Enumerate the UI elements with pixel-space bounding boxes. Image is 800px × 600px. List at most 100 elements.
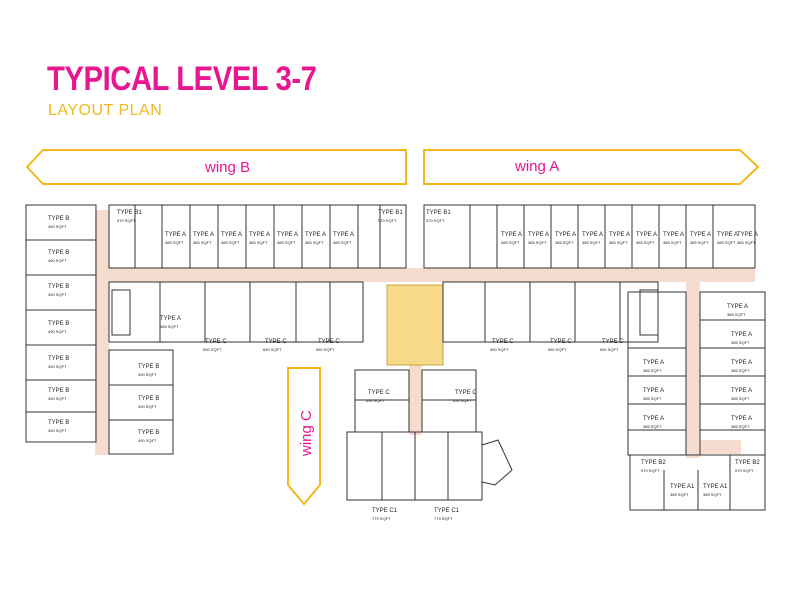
unit-area: 385 SQFT bbox=[663, 240, 682, 245]
unit-area: 385 SQFT bbox=[160, 324, 179, 329]
unit-label: TYPE B1 bbox=[378, 210, 403, 216]
unit-label: TYPE C bbox=[550, 339, 572, 345]
unit-label: TYPE A bbox=[663, 232, 684, 238]
unit-area: 650 SQFT bbox=[203, 347, 222, 352]
unit-label: TYPE C bbox=[492, 339, 514, 345]
unit-area: 650 SQFT bbox=[263, 347, 282, 352]
unit-area: 570 SQFT bbox=[378, 218, 397, 223]
unit-area: 490 SQFT bbox=[138, 438, 157, 443]
unit-area: 385 SQFT bbox=[528, 240, 547, 245]
unit-area: 490 SQFT bbox=[48, 224, 67, 229]
unit-area: 385 SQFT bbox=[690, 240, 709, 245]
unit-area: 385 SQFT bbox=[670, 492, 689, 497]
unit-label: TYPE B bbox=[48, 388, 69, 394]
unit-area: 385 SQFT bbox=[305, 240, 324, 245]
unit-label: TYPE B bbox=[48, 356, 69, 362]
unit-area: 385 SQFT bbox=[555, 240, 574, 245]
unit-label: TYPE A bbox=[727, 304, 748, 310]
wing-b-structure bbox=[25, 204, 407, 455]
unit-area: 490 SQFT bbox=[138, 372, 157, 377]
wing-a-unit-labels: TYPE B1 570 SQFT TYPE A 385 SQFT TYPE A … bbox=[426, 210, 760, 497]
unit-label: TYPE B bbox=[138, 396, 159, 402]
unit-label: TYPE B2 bbox=[735, 460, 760, 466]
unit-area: 570 SQFT bbox=[426, 218, 445, 223]
unit-label: TYPE C1 bbox=[372, 508, 398, 514]
unit-label: TYPE A bbox=[249, 232, 270, 238]
unit-area: 570 SQFT bbox=[641, 468, 660, 473]
unit-label: TYPE B bbox=[48, 420, 69, 426]
unit-area: 385 SQFT bbox=[193, 240, 212, 245]
unit-label: TYPE A bbox=[582, 232, 603, 238]
unit-label: TYPE A bbox=[501, 232, 522, 238]
unit-area: 385 SQFT bbox=[277, 240, 296, 245]
unit-area: 570 SQFT bbox=[735, 468, 754, 473]
unit-label: TYPE C1 bbox=[434, 508, 460, 514]
unit-label: TYPE B1 bbox=[426, 210, 451, 216]
unit-label: TYPE B1 bbox=[117, 210, 142, 216]
unit-area: 385 SQFT bbox=[703, 492, 722, 497]
unit-area: 385 SQFT bbox=[636, 240, 655, 245]
unit-label: TYPE C bbox=[318, 339, 340, 345]
unit-area: 650 SQFT bbox=[366, 398, 385, 403]
unit-area: 490 SQFT bbox=[48, 258, 67, 263]
unit-label: TYPE A bbox=[165, 232, 186, 238]
unit-area: 385 SQFT bbox=[731, 424, 750, 429]
page-subtitle: LAYOUT PLAN bbox=[48, 102, 163, 119]
unit-area: 385 SQFT bbox=[501, 240, 520, 245]
unit-area: 385 SQFT bbox=[249, 240, 268, 245]
unit-area: 385 SQFT bbox=[731, 340, 750, 345]
wing-b-unit-labels: TYPE B 490 SQFT TYPE B 490 SQFT TYPE B 4… bbox=[48, 210, 403, 443]
unit-label: TYPE A bbox=[305, 232, 326, 238]
unit-label: TYPE B bbox=[48, 250, 69, 256]
unit-label: TYPE B2 bbox=[641, 460, 666, 466]
wing-c-structure bbox=[346, 369, 513, 501]
unit-area: 779 SQFT bbox=[434, 516, 453, 521]
unit-area: 385 SQFT bbox=[643, 368, 662, 373]
unit-area: 385 SQFT bbox=[221, 240, 240, 245]
wing-c-label: wing C bbox=[298, 410, 315, 457]
unit-label: TYPE A bbox=[193, 232, 214, 238]
unit-area: 490 SQFT bbox=[48, 329, 67, 334]
unit-label: TYPE B bbox=[138, 364, 159, 370]
unit-label: TYPE A bbox=[690, 232, 711, 238]
wing-a-label: wing A bbox=[514, 158, 559, 175]
unit-area: 385 SQFT bbox=[737, 240, 756, 245]
unit-label: TYPE A bbox=[221, 232, 242, 238]
unit-label: TYPE A bbox=[528, 232, 549, 238]
unit-label: TYPE B bbox=[138, 430, 159, 436]
unit-area: 385 SQFT bbox=[643, 424, 662, 429]
unit-label: TYPE A bbox=[643, 416, 664, 422]
central-core bbox=[386, 284, 444, 366]
unit-area: 490 SQFT bbox=[48, 428, 67, 433]
unit-label: TYPE A bbox=[555, 232, 576, 238]
unit-label: TYPE C bbox=[602, 339, 624, 345]
unit-label: TYPE C bbox=[265, 339, 287, 345]
unit-label: TYPE A1 bbox=[703, 484, 728, 490]
unit-label: TYPE B bbox=[48, 284, 69, 290]
unit-label: TYPE A bbox=[277, 232, 298, 238]
unit-area: 490 SQFT bbox=[48, 292, 67, 297]
unit-label: TYPE A bbox=[717, 232, 738, 238]
unit-area: 779 SQFT bbox=[372, 516, 391, 521]
unit-area: 385 SQFT bbox=[643, 396, 662, 401]
unit-area: 650 SQFT bbox=[453, 398, 472, 403]
unit-label: TYPE B bbox=[48, 321, 69, 327]
unit-label: TYPE A bbox=[737, 232, 758, 238]
unit-area: 650 SQFT bbox=[490, 347, 509, 352]
unit-label: TYPE A bbox=[643, 388, 664, 394]
unit-area: 385 SQFT bbox=[333, 240, 352, 245]
unit-area: 650 SQFT bbox=[316, 347, 335, 352]
wing-b-arrow: wing B bbox=[25, 149, 407, 185]
unit-label: TYPE A bbox=[160, 316, 181, 322]
unit-area: 650 SQFT bbox=[600, 347, 619, 352]
wing-a-arrow: wing A bbox=[423, 149, 760, 185]
unit-area: 570 SQFT bbox=[117, 218, 136, 223]
unit-area: 385 SQFT bbox=[731, 396, 750, 401]
unit-area: 385 SQFT bbox=[582, 240, 601, 245]
wing-a-structure bbox=[423, 204, 766, 511]
unit-label: TYPE C bbox=[368, 390, 390, 396]
wing-c-arrow: wing C bbox=[287, 367, 321, 506]
unit-area: 490 SQFT bbox=[48, 396, 67, 401]
unit-area: 385 SQFT bbox=[609, 240, 628, 245]
unit-label: TYPE C bbox=[205, 339, 227, 345]
